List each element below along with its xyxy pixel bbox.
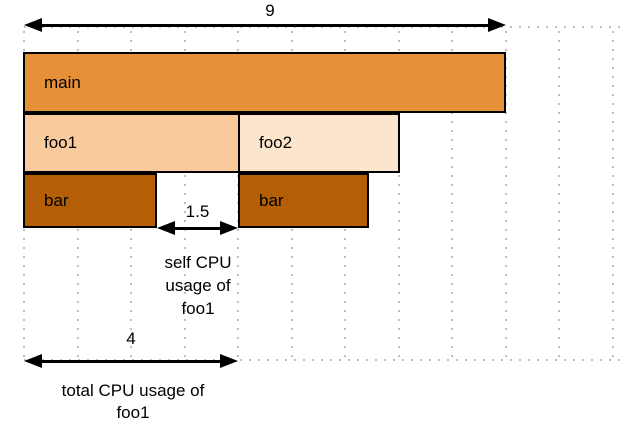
gridline: [505, 31, 507, 360]
self-usage-caption: self CPU usage of foo1: [144, 251, 252, 320]
arrow-line: [40, 24, 490, 27]
frame-bar-under-foo1: bar: [23, 173, 157, 228]
total-foo1-value: 4: [126, 329, 136, 348]
gridline: [612, 31, 614, 360]
caption-line: foo1: [181, 299, 215, 318]
gridline: [558, 31, 560, 360]
caption-line: total CPU usage of: [61, 381, 205, 400]
arrow-line: [173, 227, 222, 230]
frame-label: foo1: [44, 133, 78, 152]
caption-line: self CPU: [164, 253, 232, 272]
frame-foo1: foo1: [23, 113, 240, 173]
gridline: [398, 31, 400, 360]
arrowhead-left: [24, 18, 42, 32]
bottom-dotted-rule: [24, 359, 620, 361]
frame-main: main: [23, 52, 506, 113]
frame-label: foo2: [259, 133, 293, 152]
total-foo1-caption: total CPU usage of foo1: [33, 380, 233, 424]
frame-label: main: [44, 72, 81, 92]
top-dotted-rule: [24, 26, 620, 28]
arrowhead-left: [24, 354, 42, 368]
arrowhead-right: [220, 354, 238, 368]
self-usage-value: 1.5: [185, 202, 210, 221]
caption-line: foo1: [116, 403, 150, 422]
frame-bar-under-foo2: bar: [238, 173, 369, 228]
arrowhead-right: [488, 18, 506, 32]
gridline: [184, 31, 186, 360]
frame-foo2: foo2: [238, 113, 400, 173]
total-width-value: 9: [265, 1, 275, 20]
gridline: [451, 31, 453, 360]
caption-line: usage of: [165, 276, 231, 295]
arrowhead-right: [220, 221, 238, 235]
arrow-line: [40, 360, 222, 363]
arrowhead-left: [157, 221, 175, 235]
frame-label: bar: [44, 190, 69, 210]
frame-label: bar: [259, 190, 284, 210]
